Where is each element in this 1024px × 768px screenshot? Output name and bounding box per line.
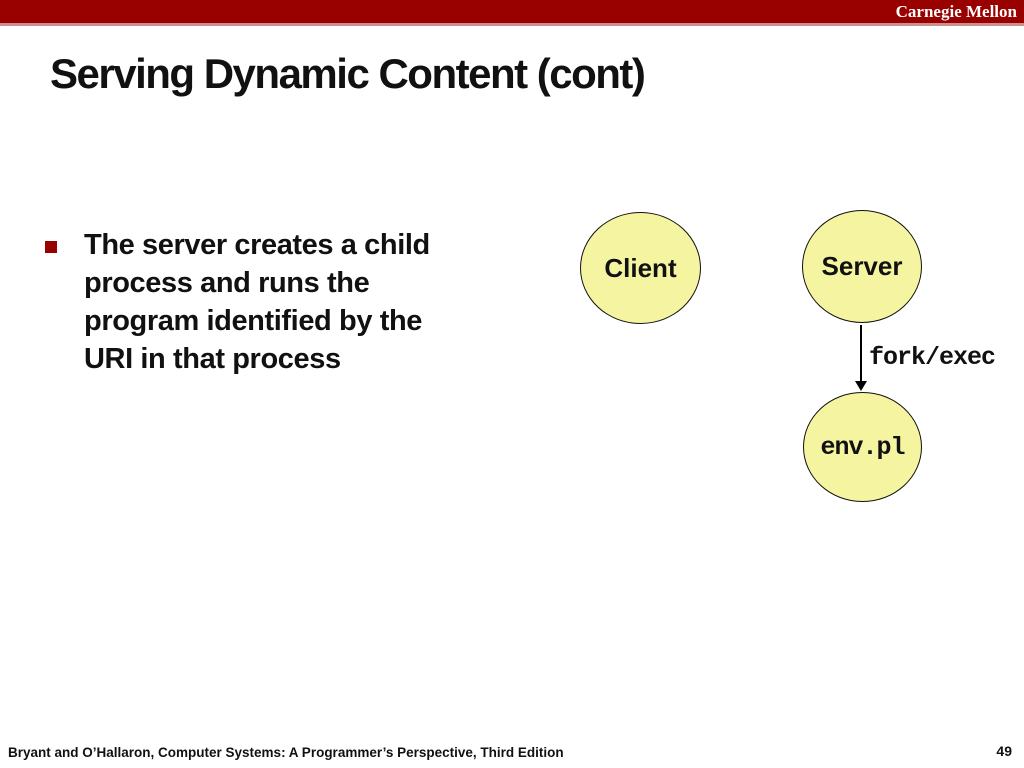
fork-exec-arrowhead-icon <box>855 381 867 391</box>
node-client: Client <box>580 212 701 324</box>
bullet-text: The server creates a child process and r… <box>84 229 430 375</box>
carnegie-mellon-logo: Carnegie Mellon <box>895 2 1017 21</box>
page-number: 49 <box>996 743 1012 759</box>
node-env-pl-label: env.pl <box>820 432 905 462</box>
slide-title: Serving Dynamic Content (cont) <box>50 50 646 97</box>
node-server: Server <box>802 210 922 323</box>
node-server-label: Server <box>821 251 903 281</box>
node-client-label: Client <box>604 252 677 283</box>
footer-citation: Bryant and O’Hallaron, Computer Systems:… <box>8 745 564 760</box>
header-bar: Carnegie Mellon <box>0 0 1024 23</box>
bullet-square-marker <box>45 241 57 253</box>
node-env-pl: env.pl <box>803 392 922 502</box>
fork-exec-label: fork/exec <box>869 343 996 372</box>
fork-exec-arrow-line <box>860 325 862 382</box>
header-accent-line <box>0 23 1024 26</box>
